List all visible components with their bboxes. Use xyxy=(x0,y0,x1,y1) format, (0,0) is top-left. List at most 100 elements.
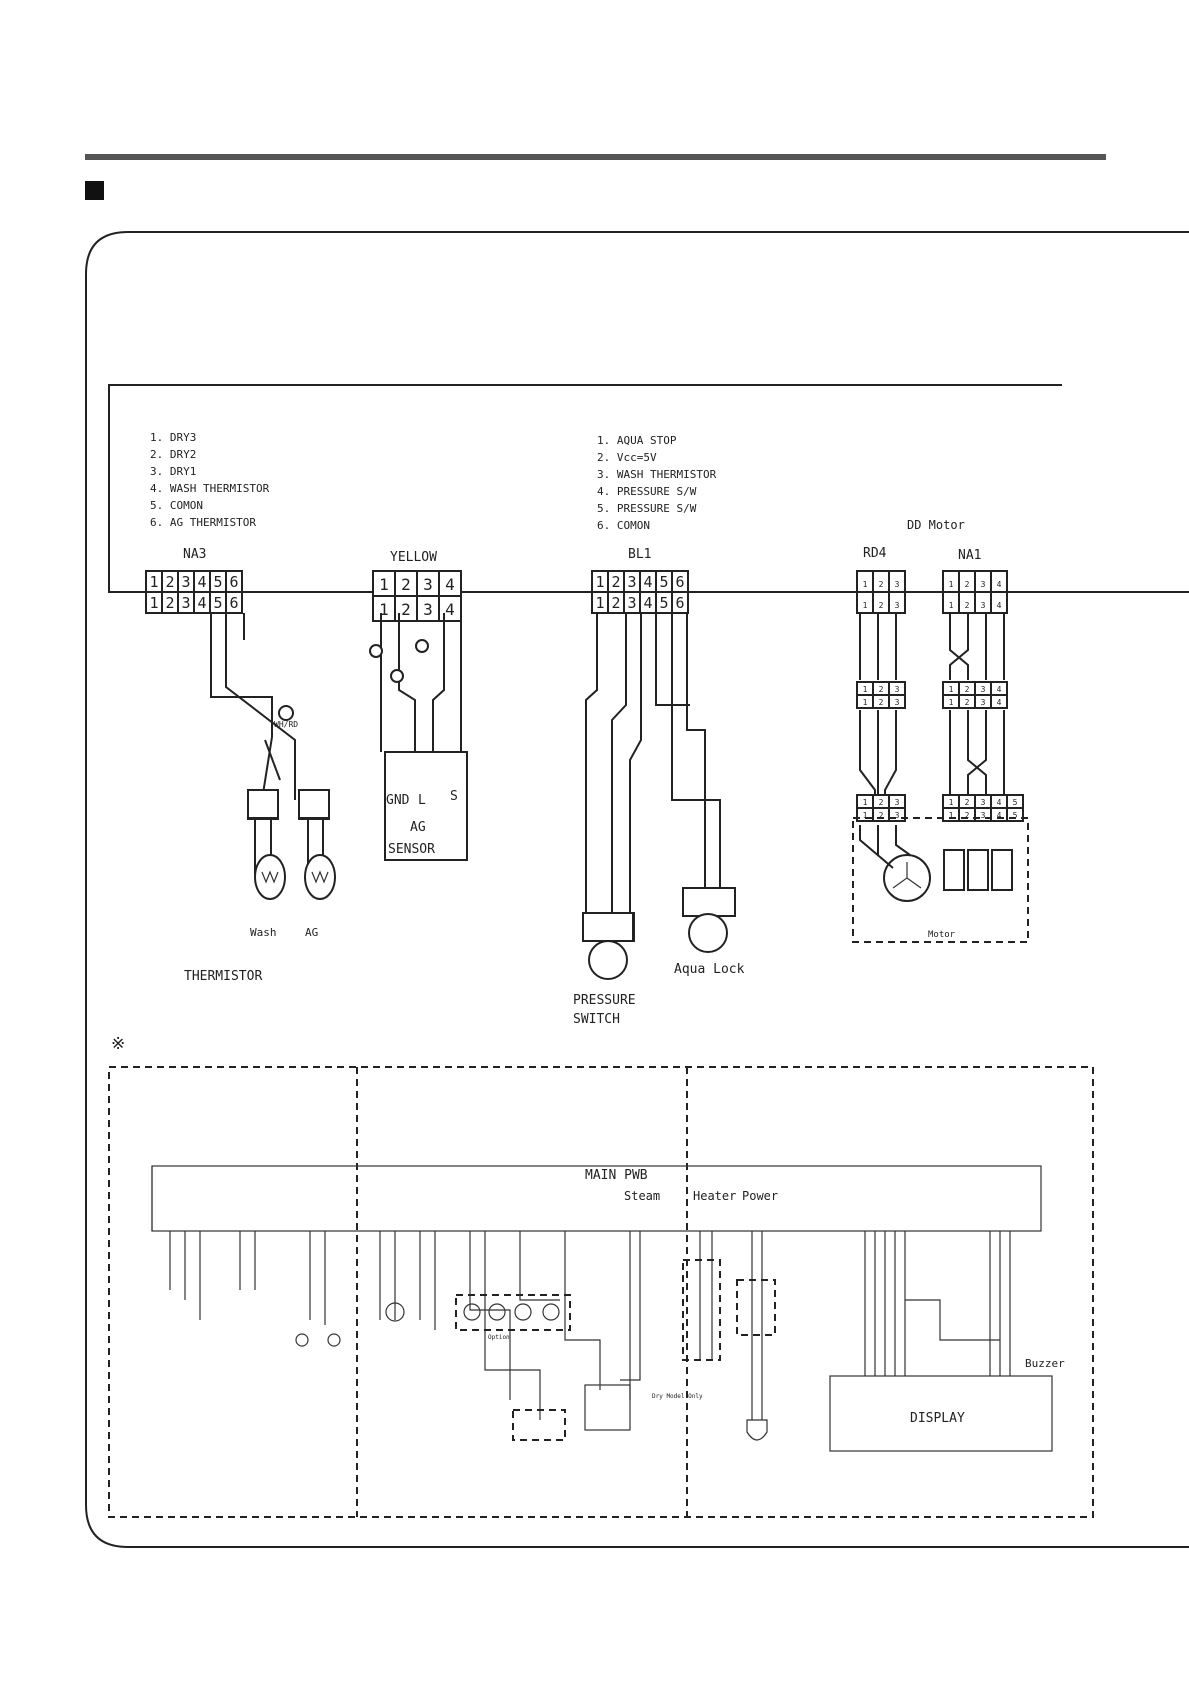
na1-pin-number: 4 xyxy=(997,601,1002,610)
rd4-mid-pin xyxy=(888,694,906,709)
na3-legend-3: 3. DRY1 xyxy=(150,465,196,478)
rd4-mid-pin-number: 3 xyxy=(895,685,900,694)
rd4-pin-number: 2 xyxy=(879,601,884,610)
yellow-pin-number: 4 xyxy=(445,600,455,619)
na3-label: NA3 xyxy=(183,547,206,562)
na1-pin-number: 3 xyxy=(981,601,986,610)
pressure-switch-line2: SWITCH xyxy=(573,1012,620,1027)
na3-pin-number: 4 xyxy=(197,573,206,591)
ag-sensor-gnd: GND xyxy=(386,793,410,808)
na1-pin xyxy=(990,591,1008,614)
na3-pin-number: 2 xyxy=(165,594,174,612)
na3-pin-number: 3 xyxy=(181,594,190,612)
na3-wiring: WH/RD xyxy=(210,613,336,900)
na1-low-pin-number: 3 xyxy=(981,811,986,820)
yellow-label: YELLOW xyxy=(390,550,437,565)
yellow-pin-number: 4 xyxy=(445,575,455,594)
rd4-low-pin-number: 2 xyxy=(879,811,884,820)
rd4-pin-number: 2 xyxy=(879,580,884,589)
bl1-pin-number: 2 xyxy=(611,573,620,591)
bl1-legend-2: 2. Vcc=5V xyxy=(597,451,657,464)
bl1-wiring xyxy=(582,613,736,980)
na1-pin-number: 3 xyxy=(981,580,986,589)
overview-power-label: Power xyxy=(742,1189,778,1203)
yellow-pin-number: 1 xyxy=(379,575,389,594)
ag-sensor-s: S xyxy=(450,789,458,804)
na3-pin xyxy=(225,591,243,614)
na1-pin-number: 1 xyxy=(949,601,954,610)
bl1-legend: 1. AQUA STOP 2. Vcc=5V 3. WASH THERMISTO… xyxy=(597,434,717,532)
ag-sensor-box xyxy=(384,751,468,861)
na1-pin-number: 1 xyxy=(949,580,954,589)
ag-sensor-l: L xyxy=(418,793,426,808)
overview-buzzer-label: Buzzer xyxy=(1025,1357,1065,1370)
pressure-switch-line1: PRESSURE xyxy=(573,993,636,1008)
rd4-pin-number: 3 xyxy=(895,601,900,610)
na1-low-pin-number: 1 xyxy=(949,798,954,807)
na3-pin-number: 5 xyxy=(213,594,222,612)
overview-option-label: Option xyxy=(488,1334,510,1341)
overview-main-pwb-label: MAIN PWB xyxy=(585,1168,648,1183)
na1-label: NA1 xyxy=(958,548,981,563)
na3-pin-number: 3 xyxy=(181,573,190,591)
yellow-pin-number: 2 xyxy=(401,575,411,594)
motor-wiring xyxy=(852,613,1029,943)
bl1-pin-number: 4 xyxy=(643,594,652,612)
overview-heater-label: Heater xyxy=(693,1189,736,1203)
bl1-pin-number: 6 xyxy=(675,594,684,612)
rd4-pin-number: 1 xyxy=(863,601,868,610)
bl1-pin-number: 1 xyxy=(595,573,604,591)
bl1-label: BL1 xyxy=(628,547,651,562)
na1-low-pin-number: 5 xyxy=(1013,798,1018,807)
na3-pin-number: 1 xyxy=(149,573,158,591)
na1-low-pin-number: 1 xyxy=(949,811,954,820)
bl1-pin-number: 1 xyxy=(595,594,604,612)
bl1-legend-4: 4. PRESSURE S/W xyxy=(597,485,697,498)
na1-mid-pin-number: 3 xyxy=(981,698,986,707)
thermistor-label: THERMISTOR xyxy=(184,969,262,984)
na1-low-pin-number: 2 xyxy=(965,811,970,820)
wash-thermistor-icon xyxy=(254,854,286,900)
motor-label: Motor xyxy=(928,930,956,940)
aqua-lock-icon xyxy=(688,913,728,953)
bl1-legend-1: 1. AQUA STOP xyxy=(597,434,677,447)
header-bar xyxy=(85,154,1106,160)
section-bullet-icon xyxy=(85,181,104,200)
ag-label: AG xyxy=(305,926,318,939)
bl1-legend-3: 3. WASH THERMISTOR xyxy=(597,468,717,481)
overview-steam-label: Steam xyxy=(624,1189,660,1203)
rd4-mid-pin-number: 2 xyxy=(879,685,884,694)
ag-thermistor-icon xyxy=(304,854,336,900)
aqua-lock-label: Aqua Lock xyxy=(674,962,745,977)
bl1-pin-number: 3 xyxy=(627,573,636,591)
rd4-label: RD4 xyxy=(863,546,887,561)
bl1-pin-number: 5 xyxy=(659,573,668,591)
na1-pin-number: 2 xyxy=(965,580,970,589)
na1-low-pin-number: 3 xyxy=(981,798,986,807)
na3-legend-4: 4. WASH THERMISTOR xyxy=(150,482,270,495)
na1-low-pin-number: 2 xyxy=(965,798,970,807)
rd4-pin-number: 3 xyxy=(895,580,900,589)
dd-motor-label: DD Motor xyxy=(907,518,965,532)
na1-mid-pin xyxy=(990,694,1008,709)
rd4-mid-pin-number: 1 xyxy=(863,698,868,707)
rd4-pin-number: 1 xyxy=(863,580,868,589)
yellow-pin-number: 3 xyxy=(423,600,433,619)
na3-pin-number: 1 xyxy=(149,594,158,612)
na3-legend-5: 5. COMON xyxy=(150,499,203,512)
yellow-pin-number: 1 xyxy=(379,600,389,619)
yellow-pin-number: 3 xyxy=(423,575,433,594)
na1-pin-number: 2 xyxy=(965,601,970,610)
overview-dry-model-label: Dry Model Only xyxy=(652,1393,703,1400)
bl1-pin-number: 3 xyxy=(627,594,636,612)
outer-frame xyxy=(85,231,1189,1548)
overview-diagram xyxy=(108,1066,1094,1518)
ag-sensor-line1: AG xyxy=(410,820,426,835)
na1-mid-pin-number: 3 xyxy=(981,685,986,694)
bl1-pin-number: 6 xyxy=(675,573,684,591)
rd4-low-pin-number: 2 xyxy=(879,798,884,807)
bl1-legend-6: 6. COMON xyxy=(597,519,650,532)
na1-mid-pin-number: 2 xyxy=(965,685,970,694)
na3-legend: 1. DRY3 2. DRY2 3. DRY1 4. WASH THERMIST… xyxy=(150,431,270,529)
